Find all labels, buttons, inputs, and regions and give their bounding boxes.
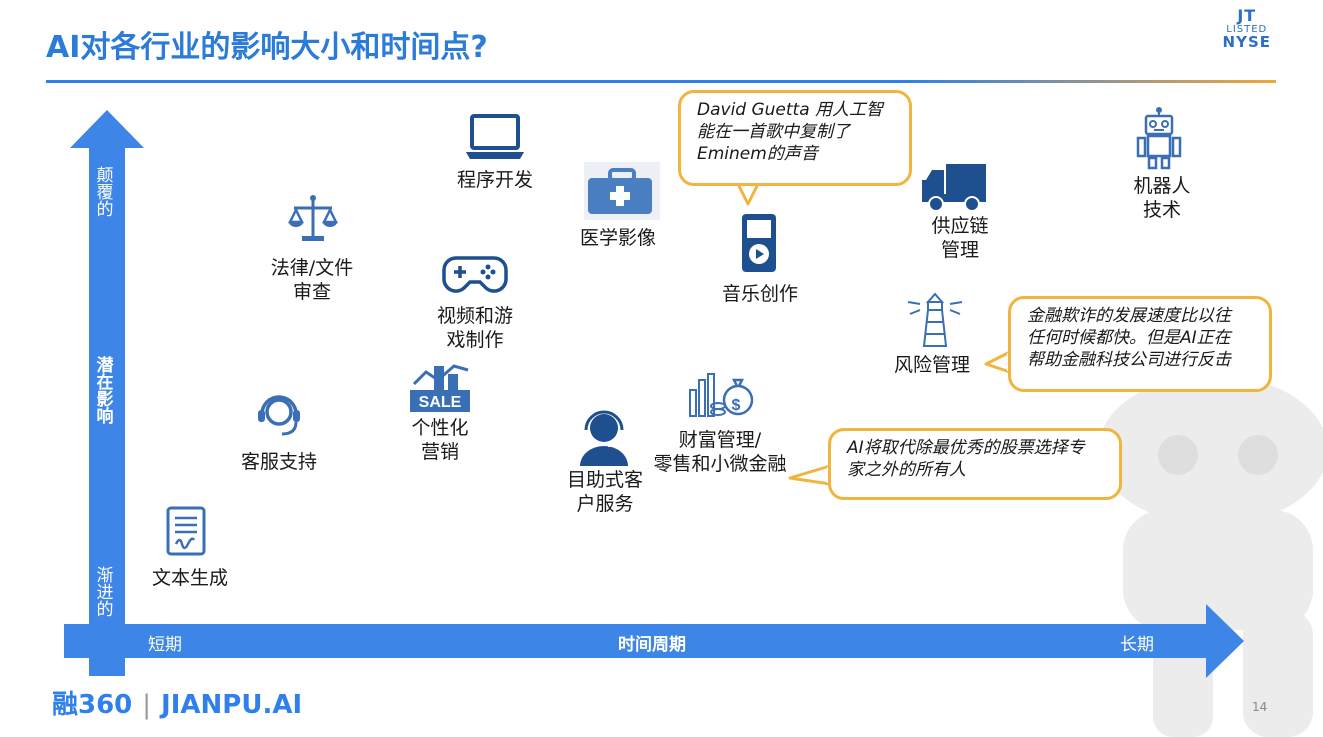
callout-music: David Guetta 用人工智 能在一首歌中复制了 Eminem的声音 — [678, 90, 912, 186]
callout-pointer-stocks — [788, 464, 832, 486]
item-wealth-management-line1: 财富管理/ — [678, 429, 762, 451]
item-text-generation: 文本生成 — [151, 567, 228, 589]
medical-kit-icon — [584, 162, 660, 220]
item-legal-review-line2: 审查 — [292, 281, 331, 303]
item-supply-chain-line1: 供应链 — [931, 215, 989, 237]
nyse-badge-line1: JT — [1237, 6, 1257, 25]
item-wealth-management: 财富管理/ 零售和小微金融 — [640, 428, 800, 476]
lighthouse-icon — [907, 292, 963, 347]
item-legal-review-line1: 法律/文件 — [270, 257, 354, 279]
y-axis-label-mid: 潜在影响 — [96, 356, 114, 427]
scales-of-justice-icon — [287, 195, 339, 241]
callout-finance: 金融欺诈的发展速度比以往 任何时候都快。但是AI正在 帮助金融科技公司进行反击 — [1008, 296, 1272, 392]
callout-music-line2: 能在一首歌中复制了 — [697, 122, 850, 142]
page-number: 14 — [1252, 700, 1268, 714]
callout-music-line3: Eminem的声音 — [697, 144, 818, 164]
item-robotics-line2: 技术 — [1142, 199, 1181, 221]
document-icon — [166, 506, 206, 556]
page-title: AI对各行业的影响大小和时间点? — [46, 30, 488, 65]
item-self-service-line2: 户服务 — [576, 493, 634, 515]
item-robotics-line1: 机器人 — [1133, 175, 1191, 197]
item-medical-imaging: 医学影像 — [579, 227, 656, 249]
item-self-service-line1: 目助式客 — [566, 469, 643, 491]
callout-music-line1: David Guetta 用人工智 — [697, 100, 884, 120]
nyse-badge: JT LISTED NYSE — [1222, 6, 1271, 52]
nyse-badge-line3: NYSE — [1222, 33, 1271, 52]
callout-pointer-finance — [984, 350, 1012, 374]
x-axis-arrow — [64, 604, 1244, 678]
item-robotics: 机器人 技术 — [1112, 174, 1212, 222]
item-risk-management: 风险管理 — [893, 354, 970, 376]
laptop-icon — [466, 114, 524, 159]
item-supply-chain: 供应链 管理 — [910, 214, 1010, 262]
item-music-creation: 音乐创作 — [721, 283, 798, 305]
item-customer-support: 客服支持 — [240, 451, 317, 473]
item-personalized-marketing: 个性化 营销 — [390, 416, 490, 464]
item-personalized-marketing-line1: 个性化 — [411, 417, 469, 439]
footer-logo: 融360|JIANPU.AI — [52, 690, 303, 720]
item-wealth-management-line2: 零售和小微金融 — [653, 453, 787, 475]
truck-icon — [922, 164, 986, 212]
music-player-icon — [742, 214, 776, 272]
callout-stocks-line2: 家之外的所有人 — [847, 460, 966, 480]
x-axis-label-mid: 时间周期 — [618, 635, 686, 655]
callout-stocks-line1: AI将取代除最优秀的股票选择专 — [847, 438, 1085, 458]
y-axis-label-bottom: 渐进的 — [96, 566, 114, 620]
support-agent-icon — [580, 410, 628, 466]
item-video-games: 视频和游 戏制作 — [420, 304, 530, 352]
callout-finance-line3: 帮助金融科技公司进行反击 — [1027, 350, 1231, 370]
gamepad-icon — [442, 256, 508, 293]
nyse-badge-line2: LISTED — [1226, 23, 1268, 35]
callout-finance-line1: 金融欺诈的发展速度比以往 — [1027, 306, 1231, 326]
sale-tag-icon: SALE — [410, 364, 470, 412]
headset-icon — [258, 395, 300, 436]
title-underline — [46, 80, 1276, 83]
item-video-games-line1: 视频和游 — [436, 305, 513, 327]
callout-stocks: AI将取代除最优秀的股票选择专 家之外的所有人 — [828, 428, 1122, 500]
item-video-games-line2: 戏制作 — [446, 329, 504, 351]
callout-pointer-music — [736, 182, 760, 206]
y-axis-label-top: 颠覆的 — [96, 166, 114, 220]
rong360-logo: 融360 — [52, 690, 133, 720]
item-programming: 程序开发 — [456, 169, 533, 191]
item-self-service: 目助式客 户服务 — [550, 468, 660, 516]
svg-text:$: $ — [732, 397, 741, 414]
item-legal-review: 法律/文件 审查 — [252, 256, 372, 304]
jianpu-logo: JIANPU.AI — [161, 690, 303, 720]
x-axis-label-right: 长期 — [1120, 635, 1154, 655]
robot-icon — [1136, 107, 1182, 170]
item-supply-chain-line2: 管理 — [940, 239, 979, 261]
x-axis-label-left: 短期 — [148, 635, 182, 655]
callout-finance-line2: 任何时候都快。但是AI正在 — [1027, 328, 1231, 348]
wealth-management-icon: $ — [689, 373, 754, 417]
sale-tag-text: SALE — [419, 394, 462, 411]
item-personalized-marketing-line2: 营销 — [420, 441, 459, 463]
y-axis-arrow — [70, 110, 144, 676]
